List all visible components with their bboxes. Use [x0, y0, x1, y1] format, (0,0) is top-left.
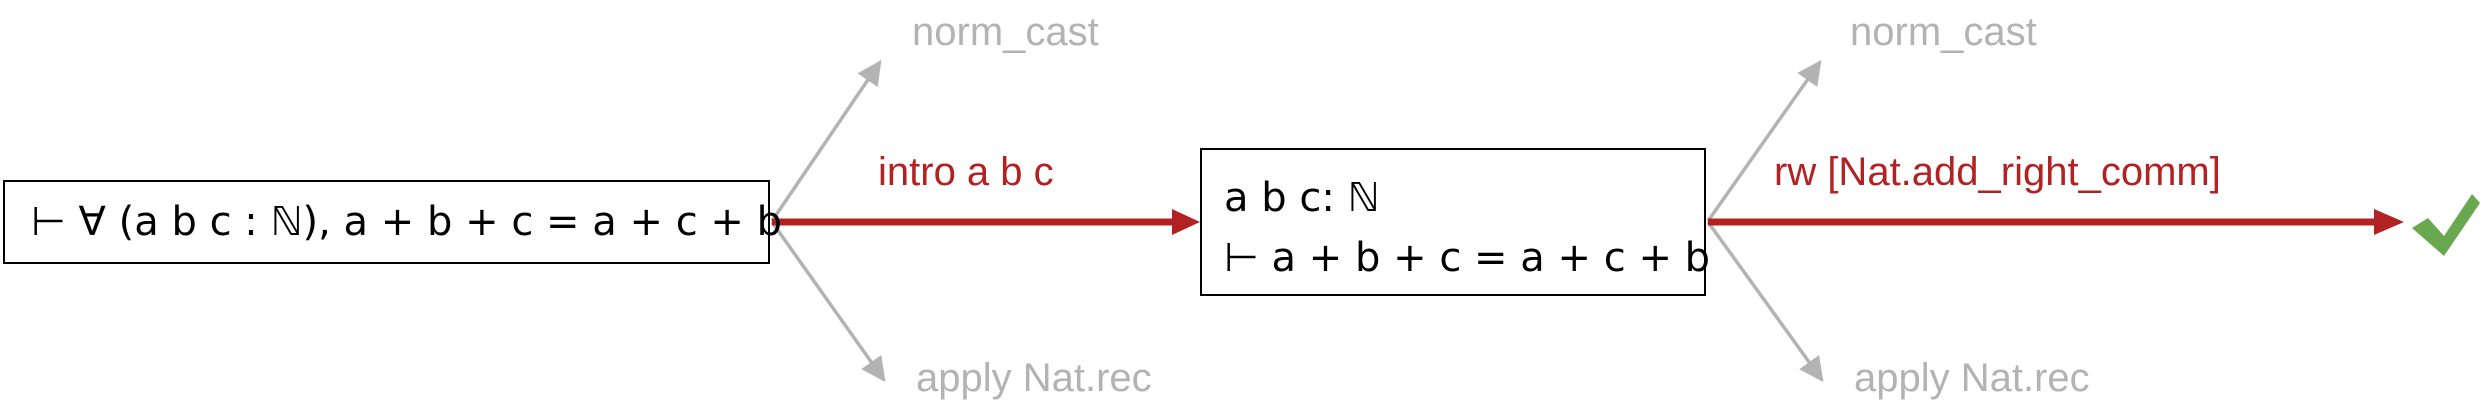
- tactic-label-rw: rw [Nat.add_right_comm]: [1774, 150, 2221, 194]
- goal-1-text: ⊢ ∀ (a b c : ℕ), a + b + c = a + c + b: [31, 199, 783, 245]
- edge-intro-arrowhead: [1172, 209, 1200, 235]
- tactic-label-intro: intro a b c: [878, 150, 1054, 194]
- alt-label-apply-1: apply Nat.rec: [916, 356, 1152, 400]
- goal-node-1: ⊢ ∀ (a b c : ℕ), a + b + c = a + c + b: [3, 180, 782, 264]
- goal-2-target: ⊢ a + b + c = a + c + b: [1224, 235, 1711, 281]
- alt-edge-norm-cast-2: [1706, 59, 1822, 223]
- alt-edge-norm-cast-1: [770, 59, 882, 222]
- edge-rw-arrowhead: [2374, 209, 2404, 235]
- goal-node-2: a b c: ℕ ⊢ a + b + c = a + c + b: [1200, 148, 1711, 296]
- alt-edge-apply-2: [1706, 220, 1824, 382]
- alt-label-norm-cast-1: norm_cast: [912, 10, 1099, 54]
- goal-2-hypothesis: a b c: ℕ: [1224, 175, 1380, 221]
- alt-label-apply-2: apply Nat.rec: [1854, 356, 2090, 400]
- alt-label-norm-cast-2: norm_cast: [1850, 10, 2037, 54]
- check-icon: [2412, 194, 2480, 256]
- alt-edge-apply-1: [770, 220, 886, 382]
